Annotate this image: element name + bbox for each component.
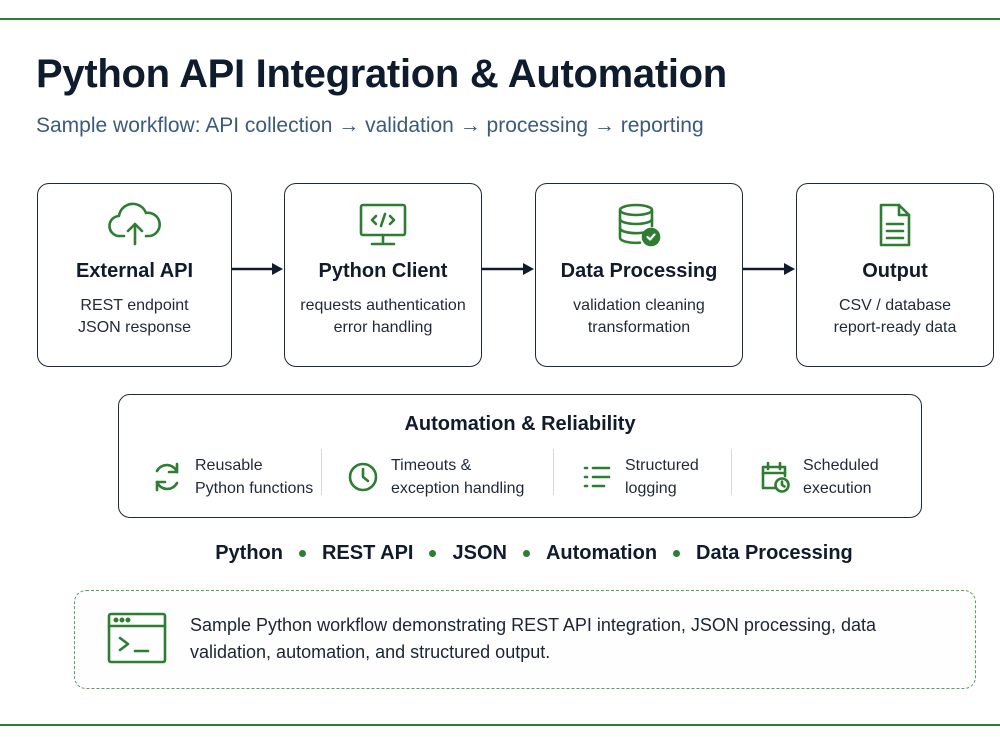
automation-panel: Automation & Reliability Reusable Python… — [118, 394, 922, 518]
stage-title: Data Processing — [560, 260, 718, 282]
stage-data-processing: Data Processing validation cleaning tran… — [535, 183, 743, 367]
summary-note: Sample Python workflow demonstrating RES… — [74, 590, 976, 689]
feature-line: Timeouts & — [391, 457, 472, 474]
tag-data-processing: Data Processing — [696, 541, 853, 564]
cloud-upload-icon — [38, 202, 231, 248]
stage-description: requests authentication error handling — [300, 297, 466, 336]
page-title: Python API Integration & Automation — [36, 52, 727, 96]
feature-line: exception handling — [391, 480, 525, 497]
stage-description: CSV / database report-ready data — [833, 297, 957, 336]
stage-output: Output CSV / database report-ready data — [796, 183, 994, 367]
feature-line: Reusable — [195, 457, 263, 474]
divider — [321, 449, 322, 495]
tag-rest-api: REST API — [321, 541, 414, 564]
tag-automation: Automation — [545, 541, 658, 564]
feature-line: Structured — [625, 457, 699, 474]
flow-arrow — [743, 263, 795, 275]
monitor-code-icon — [285, 202, 481, 248]
automation-title: Automation & Reliability — [404, 413, 636, 435]
terminal-icon — [107, 612, 167, 664]
database-check-icon — [536, 202, 742, 248]
list-icon — [579, 459, 615, 495]
flow-arrow — [482, 263, 534, 275]
stage-title: External API — [75, 260, 194, 282]
feature-line: execution — [803, 480, 872, 497]
stage-external-api: External API REST endpoint JSON response — [37, 183, 232, 367]
separator-dot — [522, 549, 530, 557]
stage-title: Output — [862, 260, 928, 282]
clock-icon — [345, 459, 381, 495]
feature-scheduled-execution: Scheduled execution — [757, 453, 879, 501]
feature-structured-logging: Structured logging — [579, 453, 699, 501]
feature-timeouts: Timeouts & exception handling — [345, 453, 524, 501]
divider — [553, 449, 554, 495]
stage-description: validation cleaning transformation — [573, 297, 705, 336]
separator-dot — [429, 549, 437, 557]
refresh-icon — [149, 459, 185, 495]
stage-python-client: Python Client requests authentication er… — [284, 183, 482, 367]
tech-tags: Python REST API JSON Automation Data Pro… — [34, 539, 1000, 567]
flow-arrow — [232, 263, 283, 275]
bottom-rule — [0, 724, 1000, 726]
separator-dot — [673, 549, 681, 557]
stage-title: Python Client — [318, 260, 448, 282]
document-icon — [797, 202, 993, 248]
top-rule — [0, 18, 1000, 20]
feature-line: Python functions — [195, 480, 314, 497]
feature-line: Scheduled — [803, 457, 879, 474]
calendar-clock-icon — [757, 459, 793, 495]
tag-json: JSON — [452, 541, 507, 564]
separator-dot — [298, 549, 306, 557]
tag-python: Python — [215, 541, 283, 564]
divider — [731, 449, 732, 495]
page-subtitle: Sample workflow: API collection → valida… — [36, 114, 704, 137]
feature-line: logging — [625, 480, 677, 497]
feature-reusable-functions: Reusable Python functions — [149, 453, 313, 501]
summary-text: Sample Python workflow demonstrating RES… — [190, 615, 877, 662]
stage-description: REST endpoint JSON response — [78, 297, 191, 336]
